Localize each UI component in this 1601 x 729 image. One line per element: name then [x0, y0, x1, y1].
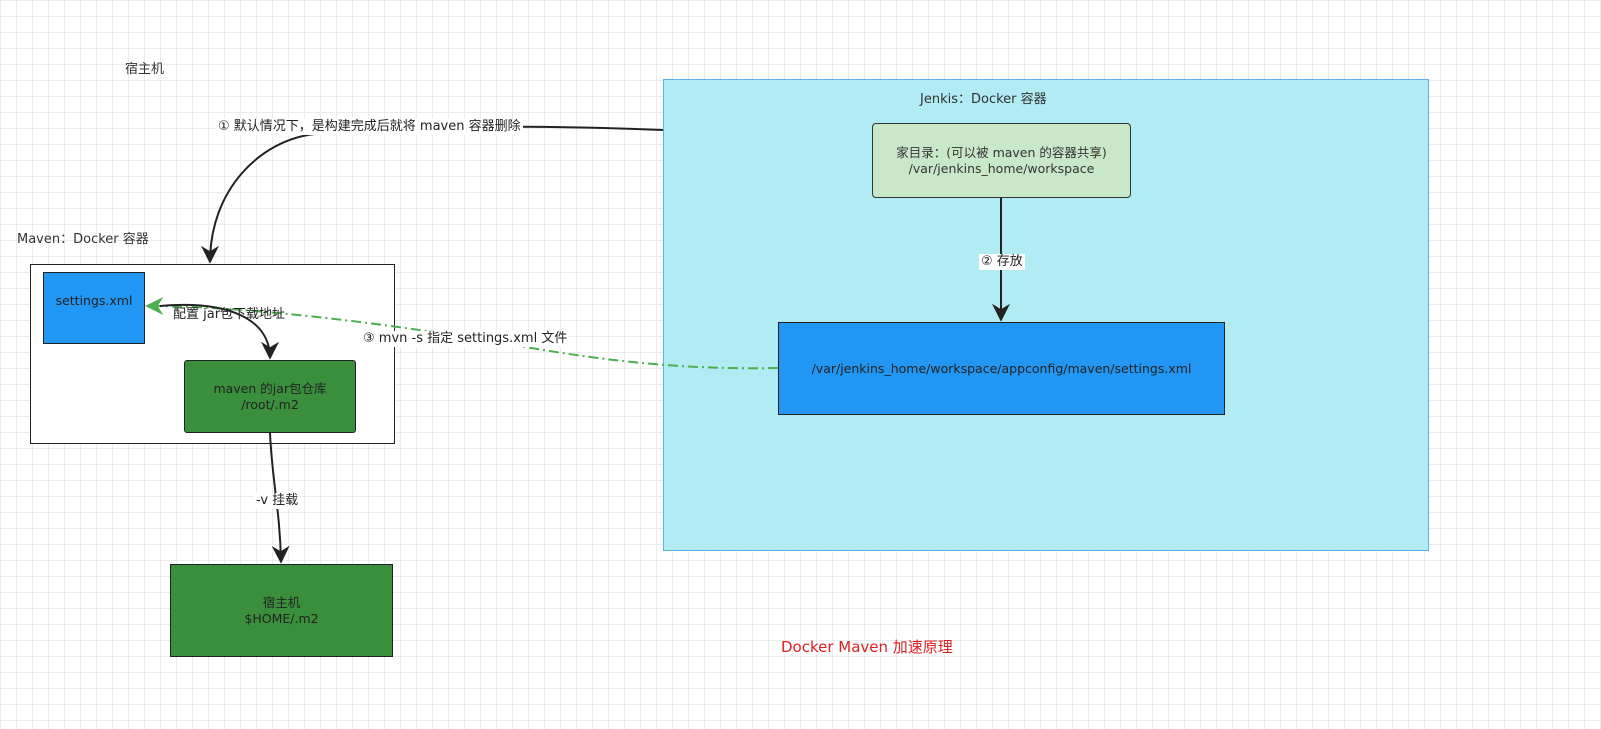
maven-repo-node[interactable]: maven 的jar包仓库 /root/.m2: [184, 360, 356, 433]
maven-repo-path: /root/.m2: [241, 396, 299, 412]
edge-mvn-settings-label: ③ mvn -s 指定 settings.xml 文件: [361, 331, 570, 347]
jenkins-container-label: Jenkis：Docker 容器: [920, 92, 1047, 107]
host-m2-desc: 宿主机: [262, 594, 301, 610]
edge-config-jar: [159, 304, 279, 360]
edge-config-jar-label: 配置 jar包下载地址: [173, 307, 286, 322]
edge-mount-label: -v 挂载: [254, 493, 301, 509]
maven-repo-desc: maven 的jar包仓库: [213, 380, 327, 396]
settings-xml-node[interactable]: settings.xml: [43, 272, 145, 344]
host-m2-node[interactable]: 宿主机 $HOME/.m2: [170, 564, 393, 657]
jenkins-home-desc: 家目录：(可以被 maven 的容器共享): [896, 144, 1107, 160]
settings-path-text: /var/jenkins_home/workspace/appconfig/ma…: [811, 360, 1192, 376]
jenkins-home-node[interactable]: 家目录：(可以被 maven 的容器共享) /var/jenkins_home/…: [872, 123, 1131, 198]
edge-delete-note: [201, 125, 664, 264]
settings-xml-text: settings.xml: [55, 293, 133, 308]
edge-store-label: ② 存放: [979, 254, 1025, 270]
host-label: 宿主机: [125, 62, 165, 77]
jenkins-home-path: /var/jenkins_home/workspace: [908, 160, 1095, 176]
edge-delete-note-label: ① 默认情况下，是构建完成后就将 maven 容器删除: [216, 119, 523, 135]
settings-path-node[interactable]: /var/jenkins_home/workspace/appconfig/ma…: [778, 322, 1225, 415]
maven-container-label: Maven：Docker 容器: [17, 232, 149, 247]
diagram-title: Docker Maven 加速原理: [781, 638, 953, 656]
host-m2-path: $HOME/.m2: [244, 610, 319, 626]
